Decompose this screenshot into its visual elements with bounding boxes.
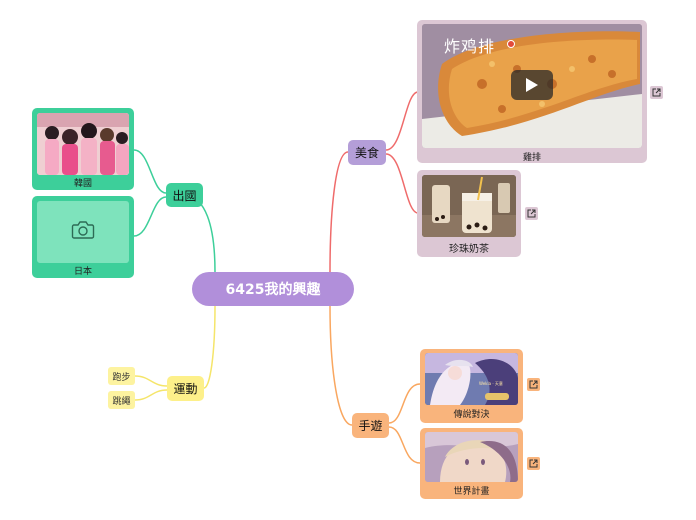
games-card-world-caption: 世界計畫 bbox=[453, 487, 490, 497]
anime-art bbox=[425, 432, 518, 482]
group-photo-image bbox=[37, 113, 129, 175]
link-central-travel bbox=[184, 195, 216, 273]
badge-icon bbox=[507, 40, 515, 48]
branch-food-label: 美食 bbox=[354, 146, 379, 160]
sports-item-run-label: 跑步 bbox=[112, 372, 131, 383]
sports-item-run[interactable]: 跑步 bbox=[108, 367, 135, 385]
central-topic[interactable]: 6425我的興趣 bbox=[192, 272, 354, 306]
external-link-icon[interactable] bbox=[527, 378, 540, 391]
games-card-legend-caption: 傳說對決 bbox=[453, 410, 490, 420]
branch-sports-label: 運動 bbox=[173, 382, 198, 396]
link-sports-rope bbox=[134, 389, 168, 401]
branch-sports[interactable]: 運動 bbox=[167, 376, 204, 401]
sports-item-rope[interactable]: 跳繩 bbox=[108, 391, 135, 409]
branch-food[interactable]: 美食 bbox=[348, 140, 386, 165]
link-sports-run bbox=[134, 375, 168, 387]
games-card-legend[interactable]: Wekla · 天意 傳說對決 bbox=[420, 349, 523, 423]
image-placeholder bbox=[37, 201, 129, 263]
link-games-legend bbox=[388, 383, 421, 424]
link-travel-korea bbox=[133, 149, 167, 194]
games-card-world[interactable]: 世界計畫 bbox=[420, 428, 523, 499]
link-food-tea bbox=[385, 153, 419, 214]
bubble-tea-photo bbox=[422, 175, 516, 237]
link-travel-japan bbox=[133, 196, 167, 237]
game-art-text: Wekla · 天意 bbox=[479, 381, 503, 386]
link-games-world bbox=[388, 426, 421, 464]
branch-travel[interactable]: 出國 bbox=[166, 183, 203, 207]
external-link-icon[interactable] bbox=[525, 207, 538, 220]
game-art: Wekla · 天意 bbox=[425, 353, 518, 405]
food-card-chicken[interactable]: 炸鸡排 雞排 bbox=[417, 20, 647, 163]
travel-card-japan-caption: 日本 bbox=[73, 267, 92, 277]
travel-card-korea-caption: 韓國 bbox=[73, 179, 92, 189]
branch-games[interactable]: 手遊 bbox=[352, 413, 389, 438]
food-card-chicken-caption: 雞排 bbox=[522, 153, 541, 163]
travel-card-japan[interactable]: 日本 bbox=[32, 196, 134, 278]
fried-chicken-video[interactable]: 炸鸡排 bbox=[422, 24, 642, 148]
central-topic-label: 6425我的興趣 bbox=[225, 282, 321, 298]
link-central-sports bbox=[203, 305, 216, 389]
food-card-bubble-tea[interactable]: 珍珠奶茶 bbox=[417, 170, 521, 257]
link-central-games bbox=[329, 305, 353, 426]
link-central-food bbox=[329, 151, 349, 273]
link-food-chicken bbox=[385, 91, 419, 151]
food-card-bubble-tea-caption: 珍珠奶茶 bbox=[449, 244, 489, 255]
external-link-icon[interactable] bbox=[527, 457, 540, 470]
camera-icon bbox=[71, 220, 95, 244]
sports-item-rope-label: 跳繩 bbox=[112, 396, 131, 407]
play-button-icon[interactable] bbox=[511, 70, 553, 100]
branch-travel-label: 出國 bbox=[172, 188, 197, 203]
external-link-icon[interactable] bbox=[650, 86, 663, 99]
video-overlay-title: 炸鸡排 bbox=[444, 37, 496, 56]
branch-games-label: 手遊 bbox=[358, 419, 383, 433]
travel-card-korea[interactable]: 韓國 bbox=[32, 108, 134, 190]
